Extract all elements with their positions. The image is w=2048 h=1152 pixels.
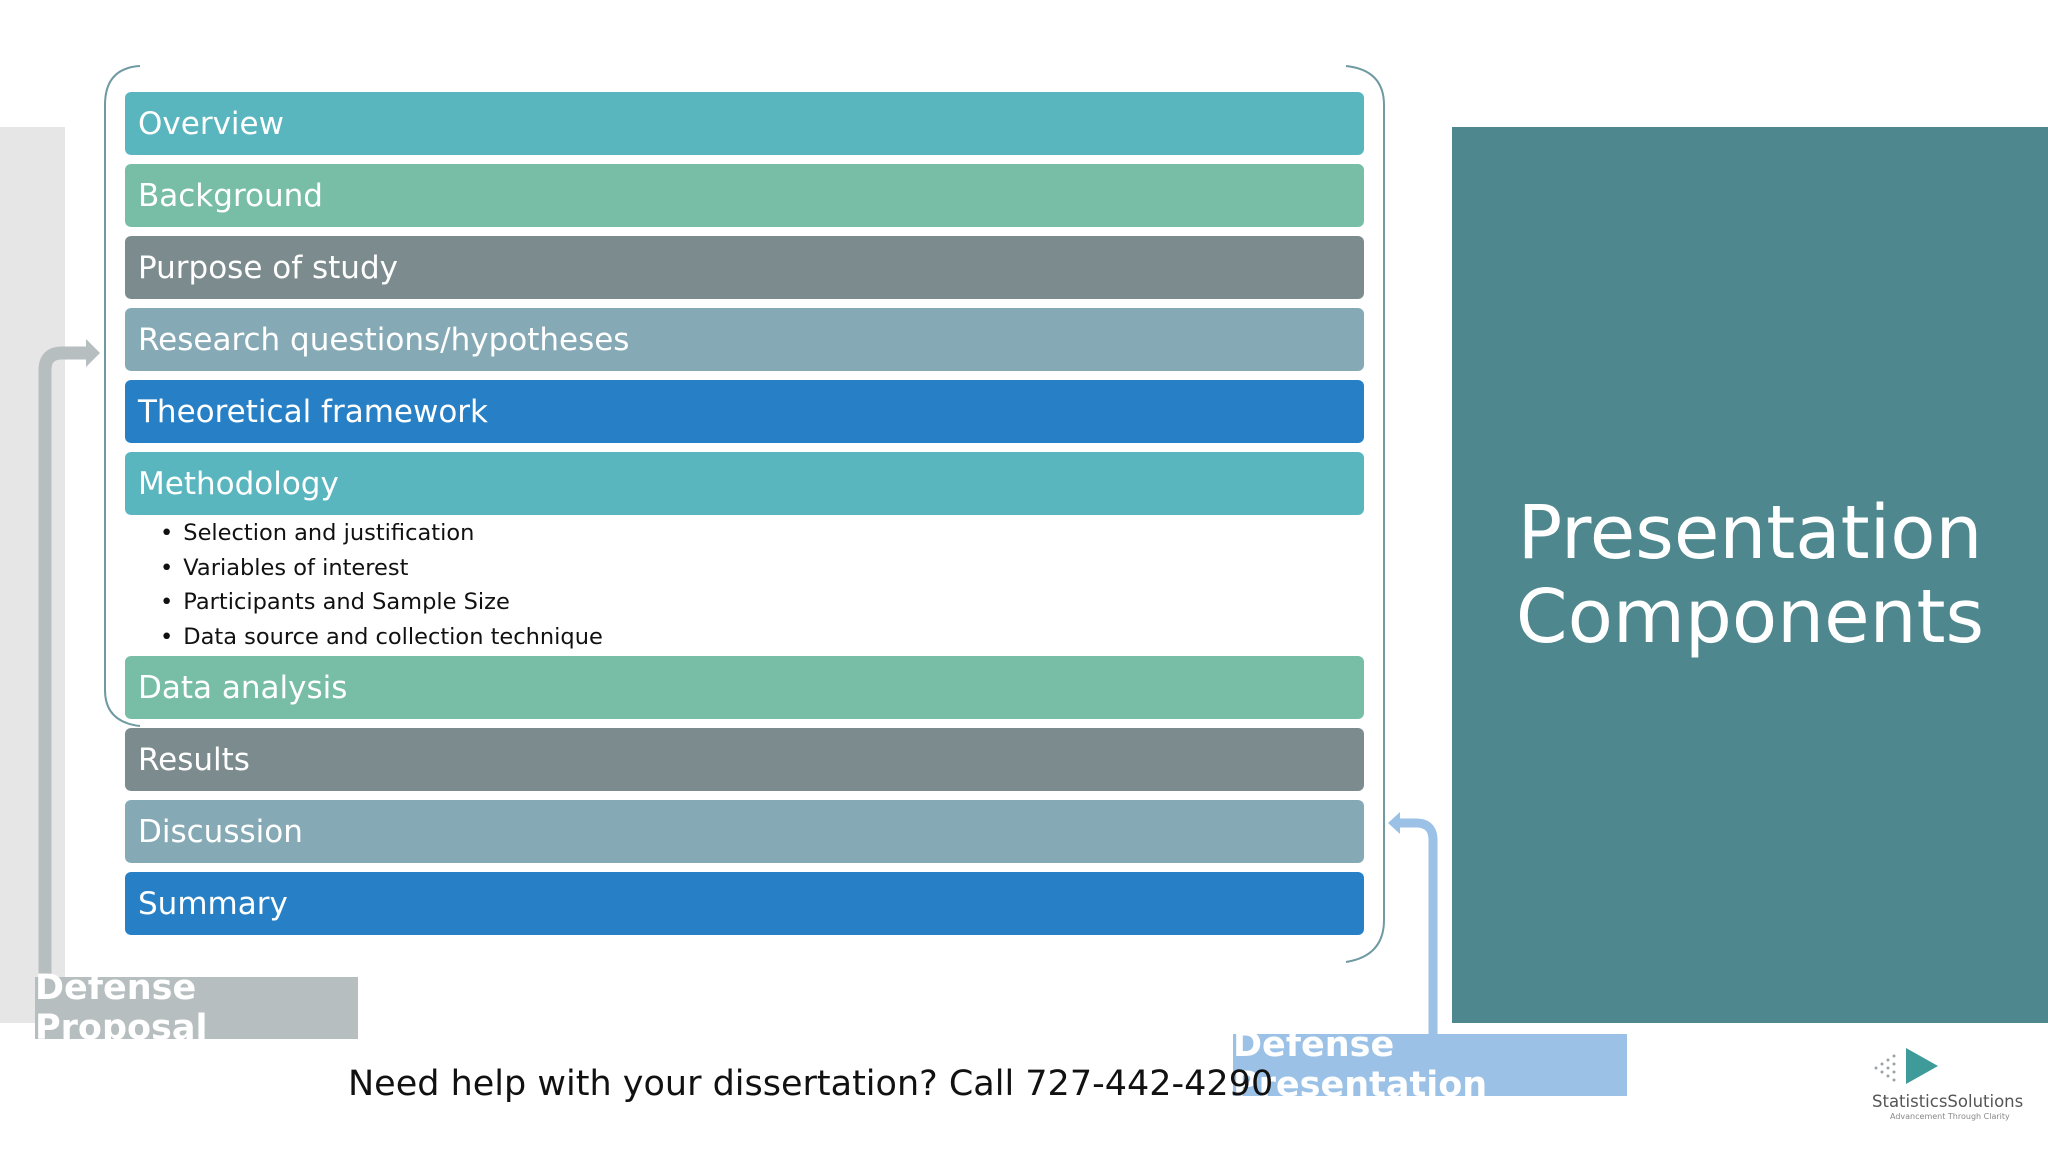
defense-proposal-label: Defense Proposal	[35, 968, 358, 1048]
title-panel: Presentation Components	[1452, 127, 2048, 1023]
bar-label: Data analysis	[138, 669, 348, 706]
bar-theoretical-framework: Theoretical framework	[125, 380, 1364, 443]
presentation-arrow-line	[1400, 818, 1438, 1034]
bar-label: Summary	[138, 885, 288, 922]
bar-summary: Summary	[125, 872, 1364, 935]
bar-methodology: Methodology	[125, 452, 1364, 515]
bar-label: Methodology	[138, 465, 339, 502]
logo-name: StatisticsSolutions	[1872, 1092, 2024, 1111]
defense-presentation-label: Defense Presentation	[1233, 1025, 1627, 1105]
bar-overview: Overview	[125, 92, 1364, 155]
page-title: Presentation Components	[1515, 490, 1985, 660]
bar-data-analysis: Data analysis	[125, 656, 1364, 719]
bar-label: Results	[138, 741, 250, 778]
logo-tagline: Advancement Through Clarity	[1890, 1112, 2010, 1121]
bar-label: Theoretical framework	[138, 393, 488, 430]
bar-label: Background	[138, 177, 323, 214]
list-item: Variables of interest	[160, 551, 603, 586]
presentation-arrow-head	[1388, 812, 1400, 834]
proposal-arrow-line	[38, 346, 86, 977]
bar-research-questions: Research questions/hypotheses	[125, 308, 1364, 371]
statistics-solutions-logo-icon	[1874, 1048, 1938, 1084]
proposal-arrow-head	[86, 339, 100, 367]
list-item: Selection and justification	[160, 516, 603, 551]
bar-label: Research questions/hypotheses	[138, 321, 630, 358]
bar-label: Discussion	[138, 813, 303, 850]
help-text: Need help with your dissertation? Call 7…	[348, 1064, 1274, 1104]
presentation-bracket	[1345, 65, 1385, 963]
bar-label: Overview	[138, 105, 284, 142]
bar-purpose: Purpose of study	[125, 236, 1364, 299]
proposal-bracket	[104, 65, 141, 727]
list-item: Participants and Sample Size	[160, 585, 603, 620]
list-item: Data source and collection technique	[160, 620, 603, 655]
bar-label: Purpose of study	[138, 249, 398, 286]
left-background-band	[0, 127, 65, 1023]
methodology-bullet-list: Selection and justification Variables of…	[160, 516, 603, 654]
bar-background: Background	[125, 164, 1364, 227]
bar-results: Results	[125, 728, 1364, 791]
bar-discussion: Discussion	[125, 800, 1364, 863]
